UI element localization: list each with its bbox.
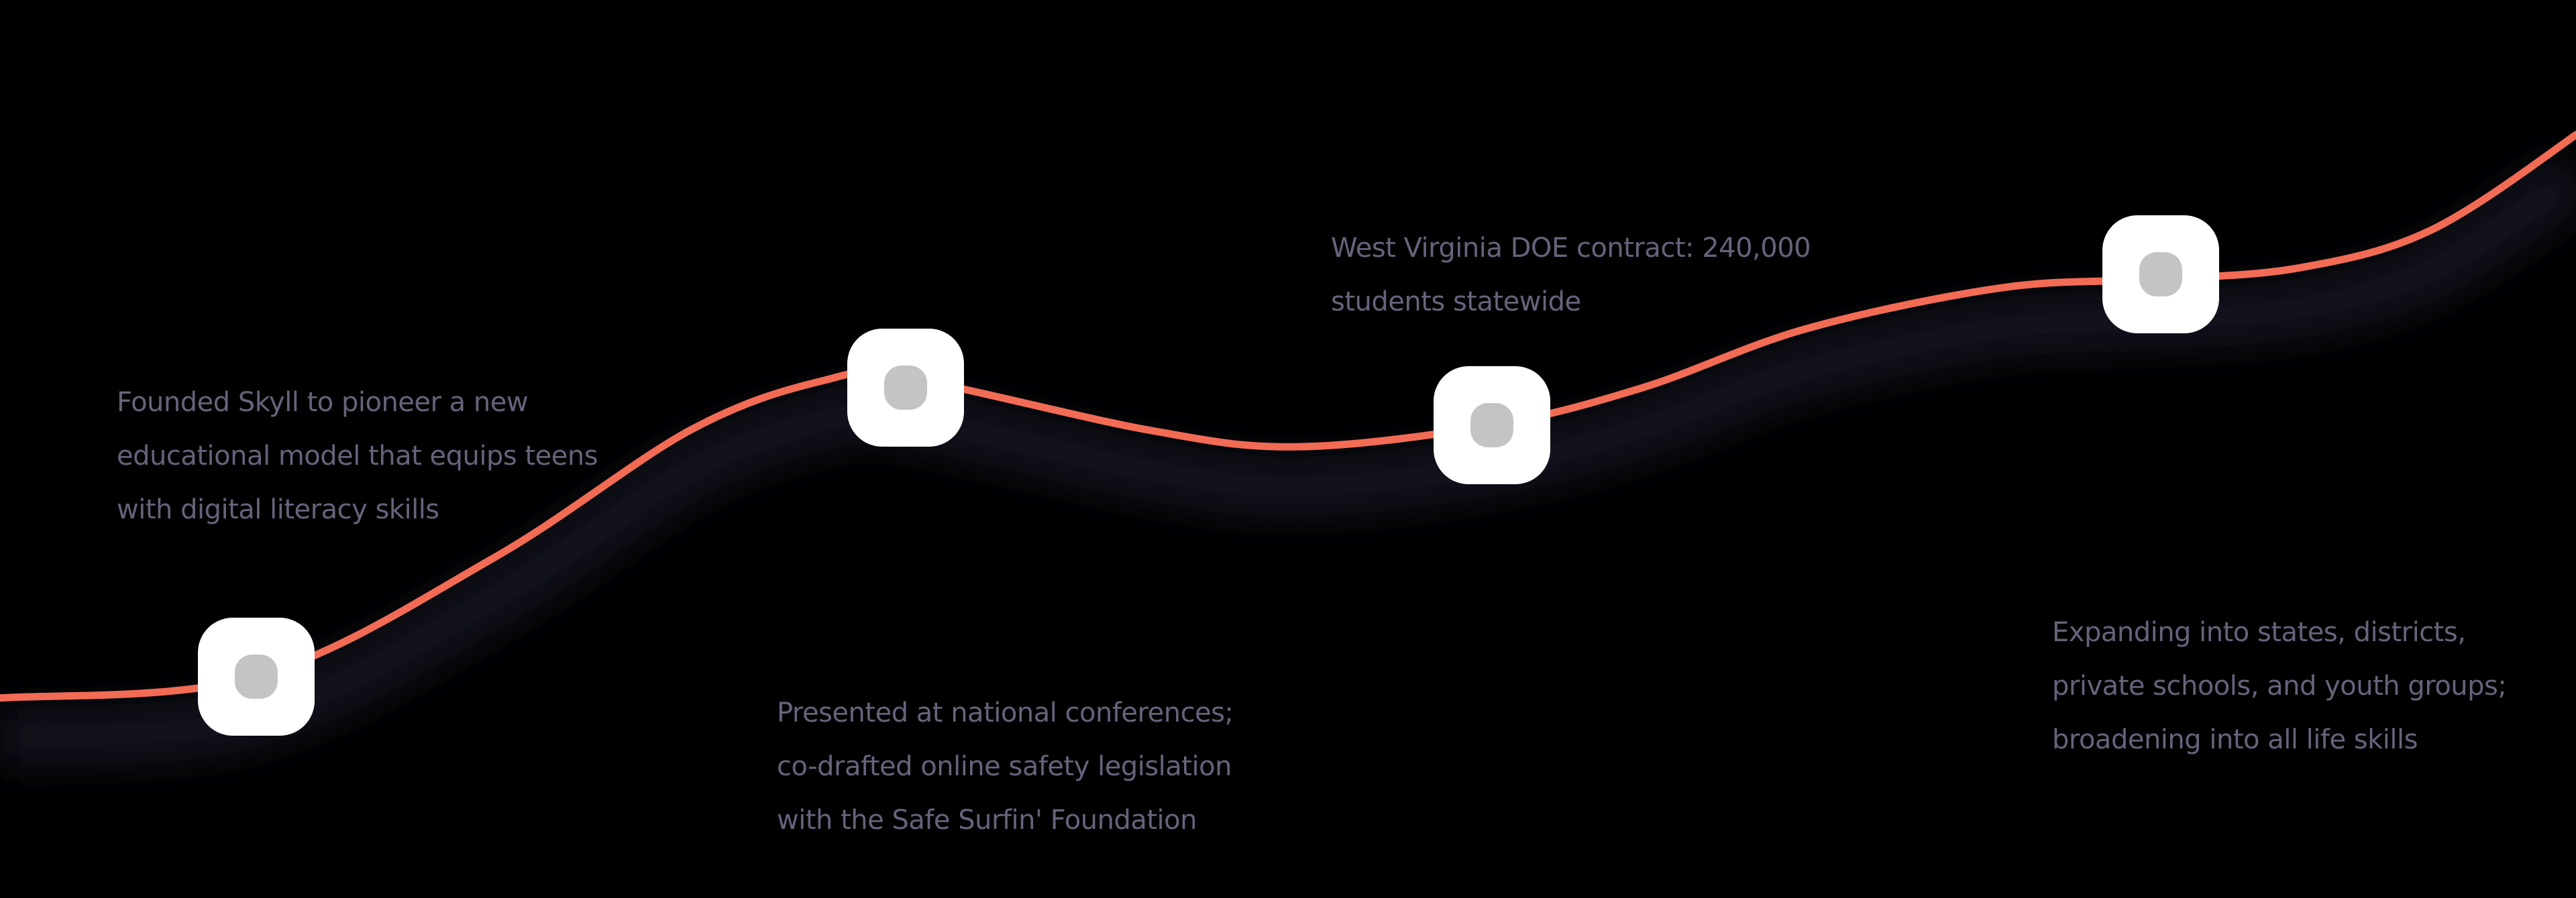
milestone-node-3[interactable] xyxy=(1434,366,1550,484)
milestone-node-1[interactable] xyxy=(198,618,315,736)
caption-line: Presented at national conferences; xyxy=(777,697,1234,728)
milestone-node-2[interactable] xyxy=(847,329,964,447)
milestone-caption-4: Expanding into states, districts, privat… xyxy=(2052,606,2507,767)
node-dot-icon xyxy=(2139,252,2182,296)
caption-line: Founded Skyll to pioneer a new xyxy=(117,387,529,418)
caption-line: students statewide xyxy=(1331,286,1581,317)
caption-line: co-drafted online safety legislation xyxy=(777,751,1232,782)
caption-line: with digital literacy skills xyxy=(117,494,439,525)
node-dot-icon xyxy=(884,366,927,410)
node-dot-icon xyxy=(1470,403,1513,447)
caption-line: educational model that equips teens xyxy=(117,441,598,471)
milestone-caption-3: West Virginia DOE contract: 240,000 stud… xyxy=(1331,221,1811,329)
milestone-node-4[interactable] xyxy=(2102,215,2219,333)
caption-line: with the Safe Surfin' Foundation xyxy=(777,805,1197,836)
caption-line: West Virginia DOE contract: 240,000 xyxy=(1331,233,1811,264)
caption-line: Expanding into states, districts, xyxy=(2052,617,2466,648)
node-dot-icon xyxy=(235,655,278,699)
caption-line: private schools, and youth groups; xyxy=(2052,671,2507,701)
milestone-caption-1: Founded Skyll to pioneer a new education… xyxy=(117,376,598,537)
caption-line: broadening into all life skills xyxy=(2052,724,2418,755)
milestone-caption-2: Presented at national conferences; co-dr… xyxy=(777,686,1234,847)
